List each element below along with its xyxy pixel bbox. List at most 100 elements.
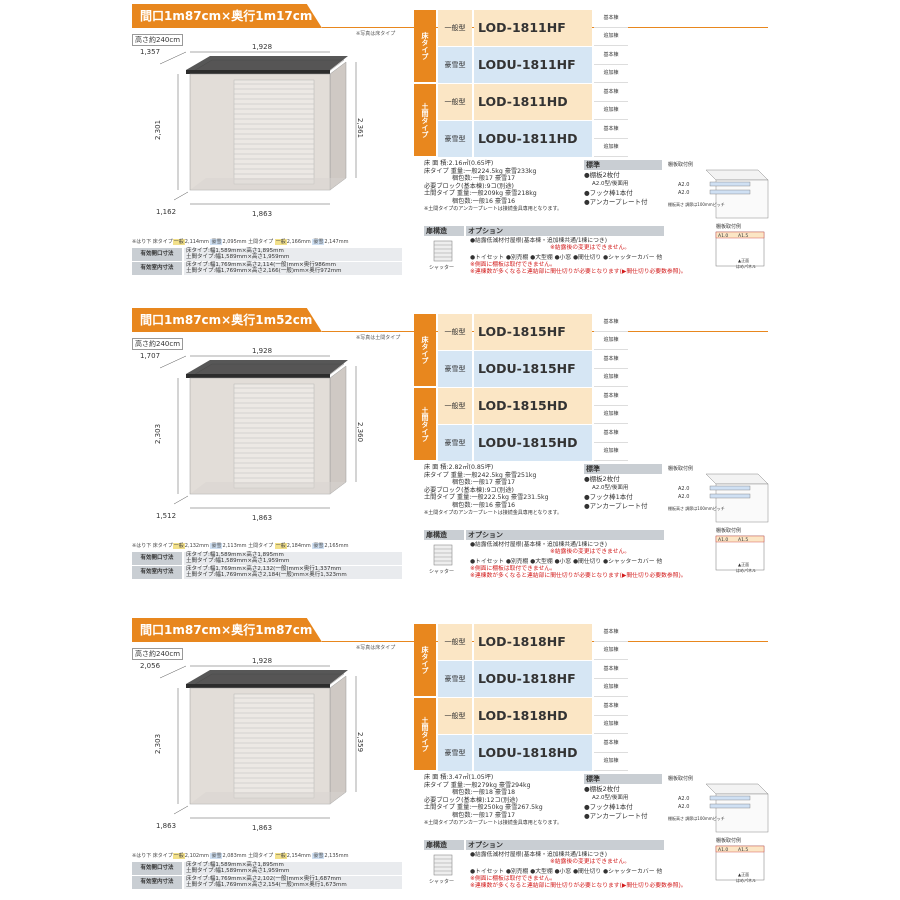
svg-text:棚板高さ 調節は100mmピッチ: 棚板高さ 調節は100mmピッチ: [668, 815, 725, 821]
dim-width-top: 1,928: [252, 43, 272, 51]
svg-text:シャッター: シャッター: [429, 878, 454, 885]
model-kind: 一般型: [438, 624, 472, 660]
svg-text:棚板取付例: 棚板取付例: [668, 775, 693, 782]
option-list: ●結露低減材付屋根(基本棟・追加棟共通/1棟につき) ※結露後の変更はできません…: [470, 238, 687, 275]
model-code: LODU-1815HD: [474, 425, 592, 461]
spec-line: 床 面 積:2.82㎡(0.85坪): [424, 464, 494, 471]
spec-line: ※土間タイプのアンカープレートは接続金具専用となります。: [424, 819, 563, 826]
shelf-example-diagram: 棚板取付例 A2.0 A2.0 棚板高さ 調節は100mmピッチ: [668, 775, 769, 833]
add-unit-button[interactable]: 追加棟: [594, 679, 628, 697]
anchor-layout-diagram: 棚板取付例 A1.0 A1.5 ▲正面 はめパネル: [715, 837, 765, 883]
dim-height-right: 2,360: [356, 422, 364, 442]
svg-text:棚板取付例: 棚板取付例: [668, 465, 693, 472]
spec-list: 床 面 積:3.47㎡(1.05坪)床タイプ 重量:一般279kg 豪雪294k…: [424, 774, 584, 827]
spec-line: ※土間タイプのアンカープレートは接続金具専用となります。: [424, 509, 563, 516]
svg-text:棚板取付例: 棚板取付例: [716, 223, 741, 230]
model-kind: 豪雪型: [438, 425, 472, 461]
base-unit-button[interactable]: 基本棟: [594, 121, 628, 139]
add-unit-button[interactable]: 追加棟: [594, 65, 628, 83]
model-kind: 豪雪型: [438, 47, 472, 83]
add-unit-button[interactable]: 追加棟: [594, 139, 628, 157]
base-unit-button[interactable]: 基本棟: [594, 84, 628, 102]
model-kind: 一般型: [438, 10, 472, 46]
model-kind: 豪雪型: [438, 351, 472, 387]
tag-doma-type: 土間タイプ: [414, 84, 436, 156]
add-unit-button[interactable]: 追加棟: [594, 753, 628, 771]
base-unit-button[interactable]: 基本棟: [594, 388, 628, 406]
add-unit-button[interactable]: 追加棟: [594, 28, 628, 46]
spec-line: 床タイプ 重量:一般242.5kg 豪雪251kg: [424, 471, 537, 479]
model-code: LOD-1818HD: [474, 698, 592, 734]
spec-line: 床タイプ 重量:一般224.5kg 豪雪233kg: [424, 167, 537, 175]
base-unit-button[interactable]: 基本棟: [594, 351, 628, 369]
size-banner: 間口1m87cm×奥行1m52cm: [132, 308, 322, 332]
svg-text:▲正面: ▲正面: [738, 562, 749, 567]
spec-list: 床 面 積:2.82㎡(0.85坪)床タイプ 重量:一般242.5kg 豪雪25…: [424, 464, 584, 517]
model-kind: 一般型: [438, 314, 472, 350]
base-unit-button[interactable]: 基本棟: [594, 425, 628, 443]
add-unit-button[interactable]: 追加棟: [594, 332, 628, 350]
dim-depth-bottom: 1,863: [156, 822, 176, 830]
model-code: LOD-1815HF: [474, 314, 592, 350]
svg-text:▲正面: ▲正面: [738, 258, 749, 263]
model-code: LODU-1811HF: [474, 47, 592, 83]
svg-text:棚板取付例: 棚板取付例: [668, 161, 693, 168]
spec-line: 床 面 積:2.16㎡(0.65坪): [424, 160, 494, 167]
base-unit-button[interactable]: 基本棟: [594, 10, 628, 28]
add-unit-button[interactable]: 追加棟: [594, 443, 628, 461]
spec-line: 必要ブロック(基本棟):12コ(別途): [424, 796, 518, 804]
standard-equipment: 標準 ●棚板2枚付 A2.0型/後面用 ●フック棒1本付 ●アンカープレート付: [584, 464, 662, 511]
add-unit-button[interactable]: 追加棟: [594, 369, 628, 387]
height-label: 高さ約240cm: [132, 648, 184, 660]
svg-text:A1.5: A1.5: [738, 847, 748, 853]
model-code: LODU-1818HD: [474, 735, 592, 771]
product-section: 間口1m87cm×奥行1m87cm ※写真は床タイプ 高さ約240cm 2,05…: [0, 618, 900, 889]
base-unit-button[interactable]: 基本棟: [594, 735, 628, 753]
add-unit-button[interactable]: 追加棟: [594, 102, 628, 120]
svg-text:▲正面: ▲正面: [738, 872, 749, 877]
option-header: 扉構造 オプション: [424, 840, 664, 850]
add-unit-button[interactable]: 追加棟: [594, 716, 628, 734]
svg-text:A1.0: A1.0: [718, 847, 728, 853]
spec-line: 梱包数:一般16 豪雪16: [452, 197, 516, 205]
dim-height-right: 2,361: [356, 118, 364, 138]
model-kind: 豪雪型: [438, 661, 472, 697]
base-unit-button[interactable]: 基本棟: [594, 698, 628, 716]
base-unit-button[interactable]: 基本棟: [594, 624, 628, 642]
base-unit-button[interactable]: 基本棟: [594, 314, 628, 332]
svg-text:A1.5: A1.5: [738, 233, 748, 239]
model-code: LODU-1815HF: [474, 351, 592, 387]
shelf-example-diagram: 棚板取付例 A2.0 A2.0 棚板高さ 調節は100mmピッチ: [668, 161, 769, 219]
shutter-icon: シャッター: [429, 240, 454, 271]
model-code: LOD-1811HD: [474, 84, 592, 120]
standard-equipment: 標準 ●棚板2枚付 A2.0型/後面用 ●フック棒1本付 ●アンカープレート付: [584, 774, 662, 821]
spec-line: 梱包数:一般17 豪雪17: [452, 175, 516, 183]
base-unit-button[interactable]: 基本棟: [594, 661, 628, 679]
tag-floor-type: 床タイプ: [414, 10, 436, 82]
product-section: 間口1m87cm×奥行1m52cm ※写真は土間タイプ 高さ約240cm 1,7…: [0, 308, 900, 579]
shutter-icon: シャッター: [429, 854, 454, 885]
dim-depth-bottom: 1,162: [156, 208, 176, 216]
height-label: 高さ約240cm: [132, 34, 184, 46]
svg-text:A1.0: A1.0: [718, 233, 728, 239]
option-list: ●結露低減材付屋根(基本棟・追加棟共通/1棟につき) ※結露後の変更はできません…: [470, 852, 687, 889]
model-code: LOD-1811HF: [474, 10, 592, 46]
tag-floor-type: 床タイプ: [414, 314, 436, 386]
spec-line: 必要ブロック(基本棟):9コ(別途): [424, 182, 514, 190]
add-unit-button[interactable]: 追加棟: [594, 642, 628, 660]
beam-clearance: ※はり下 床タイプ一般2,132mm 豪雪2,113mm 土間タイプ 一般2,1…: [132, 543, 349, 549]
add-unit-button[interactable]: 追加棟: [594, 406, 628, 424]
base-unit-button[interactable]: 基本棟: [594, 47, 628, 65]
dim-depth-bottom: 1,512: [156, 512, 176, 520]
dim-height-left: 2,303: [154, 734, 162, 754]
